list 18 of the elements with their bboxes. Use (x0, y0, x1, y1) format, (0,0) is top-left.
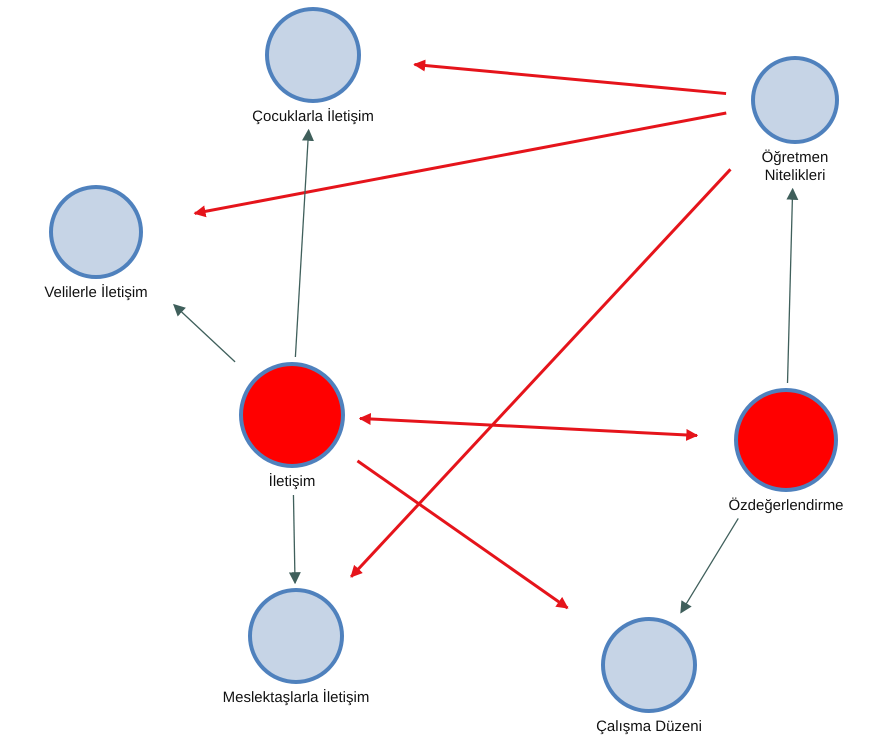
arrow (350, 168, 732, 578)
arrow (288, 494, 301, 584)
arrow (194, 112, 727, 218)
node-label: Çocuklarla İletişim (252, 108, 374, 126)
arrow (413, 60, 726, 96)
arrow (173, 304, 236, 362)
arrow (786, 188, 798, 384)
node-label: Öğretmen Nitelikleri (760, 149, 830, 185)
arrow (356, 460, 569, 610)
node-label: Özdeğerlendirme (728, 497, 844, 515)
arrow (358, 413, 698, 441)
arrow (294, 128, 314, 358)
circle-node (238, 361, 346, 491)
node-label: Çalışma Düzeni (596, 718, 702, 736)
node-label: Meslektaşlarla İletişim (222, 689, 370, 707)
arrow (680, 518, 739, 614)
node-label: İletişim (268, 473, 316, 491)
node-label: Velilerle İletişim (44, 284, 148, 302)
